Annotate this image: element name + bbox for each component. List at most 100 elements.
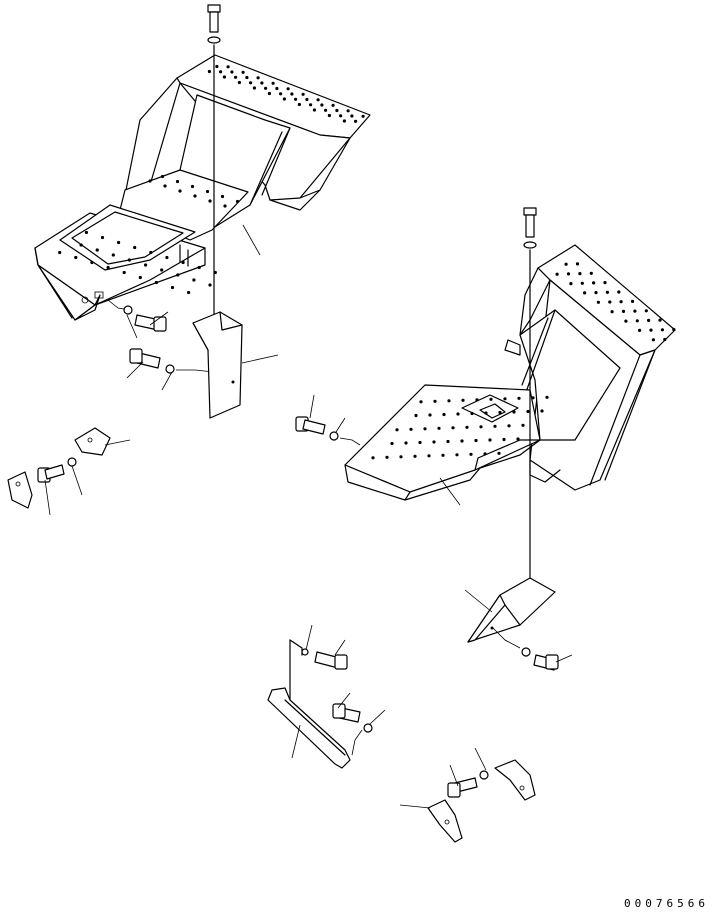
perforation-hole <box>154 280 158 285</box>
left-upper-platform <box>119 54 371 241</box>
perforation-hole <box>84 230 88 235</box>
left-top-bolt <box>207 4 221 44</box>
perforation-hole <box>517 396 521 400</box>
perforation-hole <box>219 70 223 74</box>
perforation-hole <box>507 424 511 428</box>
perforation-hole <box>580 281 584 285</box>
perforation-hole <box>339 114 343 118</box>
perforation-hole <box>163 184 167 188</box>
perforation-hole <box>160 174 165 179</box>
perforation-hole <box>267 91 271 96</box>
perforation-hole <box>419 400 423 404</box>
perforation-hole <box>331 103 335 107</box>
perforation-hole <box>346 109 350 113</box>
perforation-hole <box>320 103 324 107</box>
perforation-hole <box>603 281 607 285</box>
perforation-hole <box>630 299 635 303</box>
perforation-hole <box>447 399 451 403</box>
perforation-hole <box>286 87 290 91</box>
perforation-hole <box>489 397 493 401</box>
perforation-hole <box>437 426 441 430</box>
left-top-perforation <box>207 64 365 123</box>
perforation-hole <box>190 184 195 189</box>
perforation-hole <box>354 119 358 123</box>
perforation-hole <box>624 319 628 323</box>
perforation-hole <box>223 204 227 208</box>
perforation-hole <box>148 179 152 183</box>
perforation-hole <box>589 271 593 275</box>
perforation-hole <box>207 69 211 74</box>
perforation-hole <box>90 260 94 265</box>
right-lower-perforation <box>371 395 549 460</box>
perforation-hole <box>170 285 175 290</box>
perforation-hole <box>531 396 535 400</box>
right-wedge-bracket <box>467 577 559 671</box>
leader-lines <box>44 224 573 809</box>
perforation-hole <box>95 248 99 252</box>
perforation-hole <box>144 263 148 267</box>
perforation-hole <box>241 70 245 74</box>
perforation-hole <box>138 275 142 280</box>
perforation-hole <box>197 265 201 270</box>
perforation-hole <box>414 413 418 418</box>
perforation-hole <box>605 290 610 294</box>
perforation-hole <box>460 439 464 443</box>
perforation-hole <box>474 438 478 443</box>
perforation-hole <box>230 70 234 74</box>
perforation-hole <box>649 328 653 332</box>
right-upper-platform <box>504 244 676 491</box>
perforation-hole <box>475 398 479 402</box>
perforation-hole <box>621 309 626 313</box>
perforation-hole <box>192 278 196 282</box>
perforation-hole <box>342 119 346 123</box>
perforation-hole <box>395 428 399 432</box>
left-vertical-bracket <box>192 311 243 419</box>
perforation-hole <box>540 409 544 413</box>
perforation-hole <box>428 413 432 417</box>
perforation-hole <box>484 411 488 415</box>
perforation-hole <box>327 113 331 118</box>
right-lower-step <box>344 384 561 501</box>
perforation-hole <box>264 86 268 90</box>
perforation-hole <box>208 283 212 287</box>
left-clip-parts <box>7 427 111 509</box>
perforation-hole <box>117 240 121 245</box>
perforation-hole <box>181 260 185 265</box>
perforation-hole <box>423 427 427 431</box>
perforation-hole <box>432 440 436 444</box>
left-step-assembly <box>7 4 371 509</box>
perforation-hole <box>498 410 502 415</box>
bottom-clip-parts <box>427 759 536 843</box>
perforation-hole <box>297 102 301 107</box>
perforation-hole <box>399 455 403 459</box>
perforation-hole <box>312 108 316 112</box>
perforation-hole <box>433 399 437 403</box>
perforation-hole <box>566 272 571 276</box>
perforation-hole <box>256 76 260 80</box>
perforation-hole <box>647 318 651 322</box>
perforation-hole <box>205 189 210 194</box>
perforation-hole <box>488 438 492 442</box>
perforation-hole <box>465 425 469 429</box>
perforation-hole <box>470 411 474 416</box>
perforation-hole <box>578 272 582 276</box>
perforation-hole <box>651 338 656 342</box>
perforation-hole <box>100 235 105 240</box>
perforation-hole <box>385 455 389 459</box>
perforation-hole <box>222 75 226 79</box>
perforation-hole <box>564 262 568 266</box>
perforation-hole <box>512 410 516 414</box>
left-middle-perforation <box>148 174 240 208</box>
perforation-hole <box>271 81 275 85</box>
perforation-hole <box>404 441 408 445</box>
perforation-hole <box>58 250 62 255</box>
perforation-hole <box>503 397 507 401</box>
left-lower-step <box>34 204 206 321</box>
perforation-hole <box>160 268 164 272</box>
perforation-hole <box>165 255 169 260</box>
perforation-hole <box>324 108 328 112</box>
perforation-hole <box>309 103 313 107</box>
perforation-hole <box>208 199 212 203</box>
perforation-hole <box>594 291 598 295</box>
perforation-hole <box>260 81 264 85</box>
